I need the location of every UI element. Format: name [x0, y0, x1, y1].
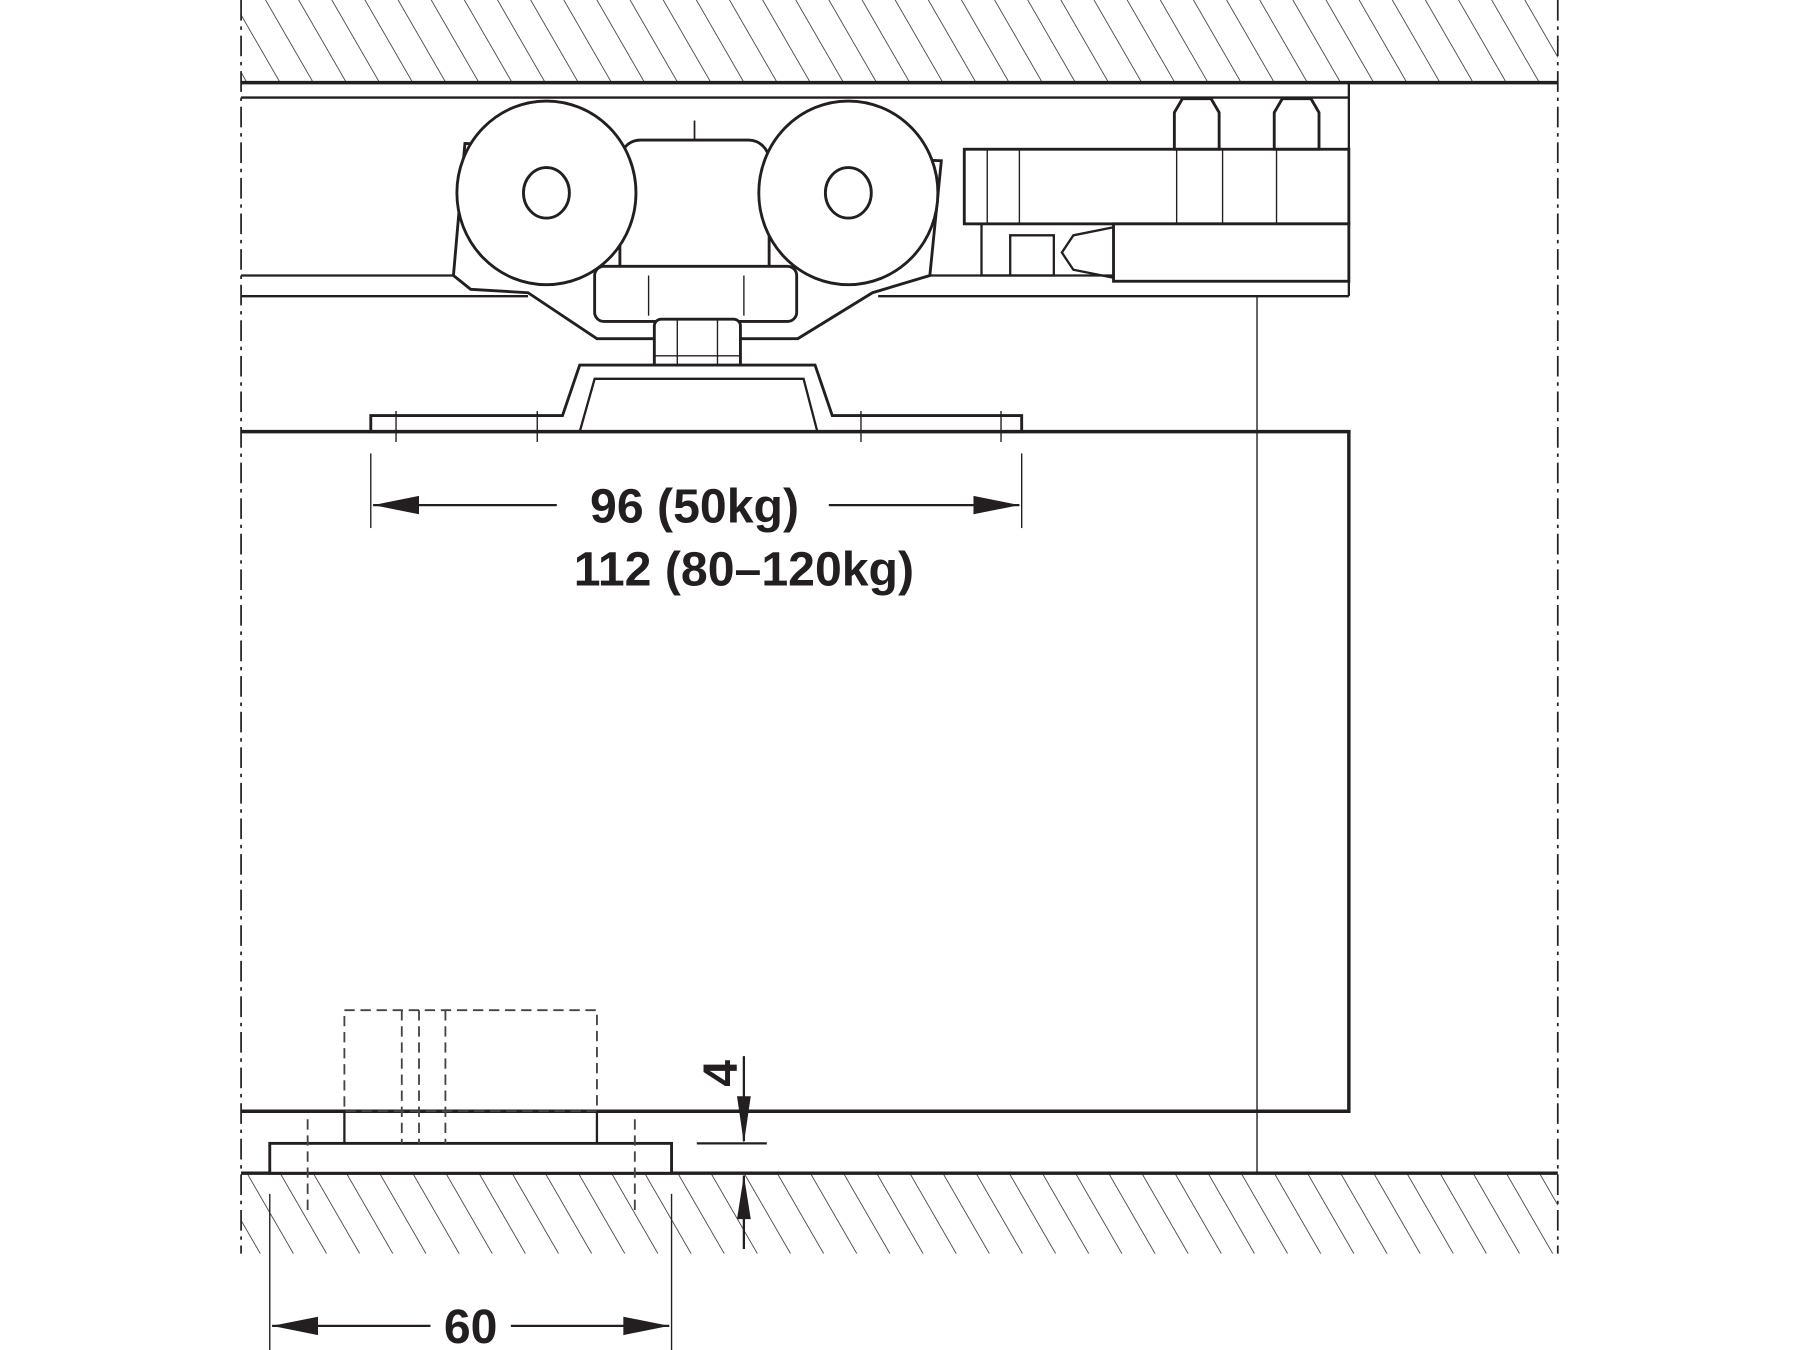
end-stop	[962, 97, 1351, 283]
floor-guide	[268, 1009, 673, 1212]
right-wheel-hole	[823, 166, 873, 220]
door-panel	[241, 429, 1351, 1113]
dimension-4-label: 4	[694, 1060, 748, 1087]
ceiling-hatch	[241, 0, 1558, 83]
dimension-96-label: 96 (50kg)	[590, 479, 799, 533]
dimension-112-label: 112 (80–120kg)	[574, 542, 914, 596]
floor-hatch	[241, 1173, 1558, 1254]
left-wheel-hole	[522, 166, 571, 220]
floor-clearance-dimension: 4	[694, 1056, 767, 1249]
roller-spacing-dimension: 96 (50kg) 112 (80–120kg)	[370, 453, 1023, 596]
roller-carriage	[369, 99, 1024, 442]
mounting-plate	[369, 363, 1024, 434]
dimension-60-label: 60	[444, 1300, 498, 1350]
floor-guide-width-dimension: 60	[269, 1193, 673, 1350]
